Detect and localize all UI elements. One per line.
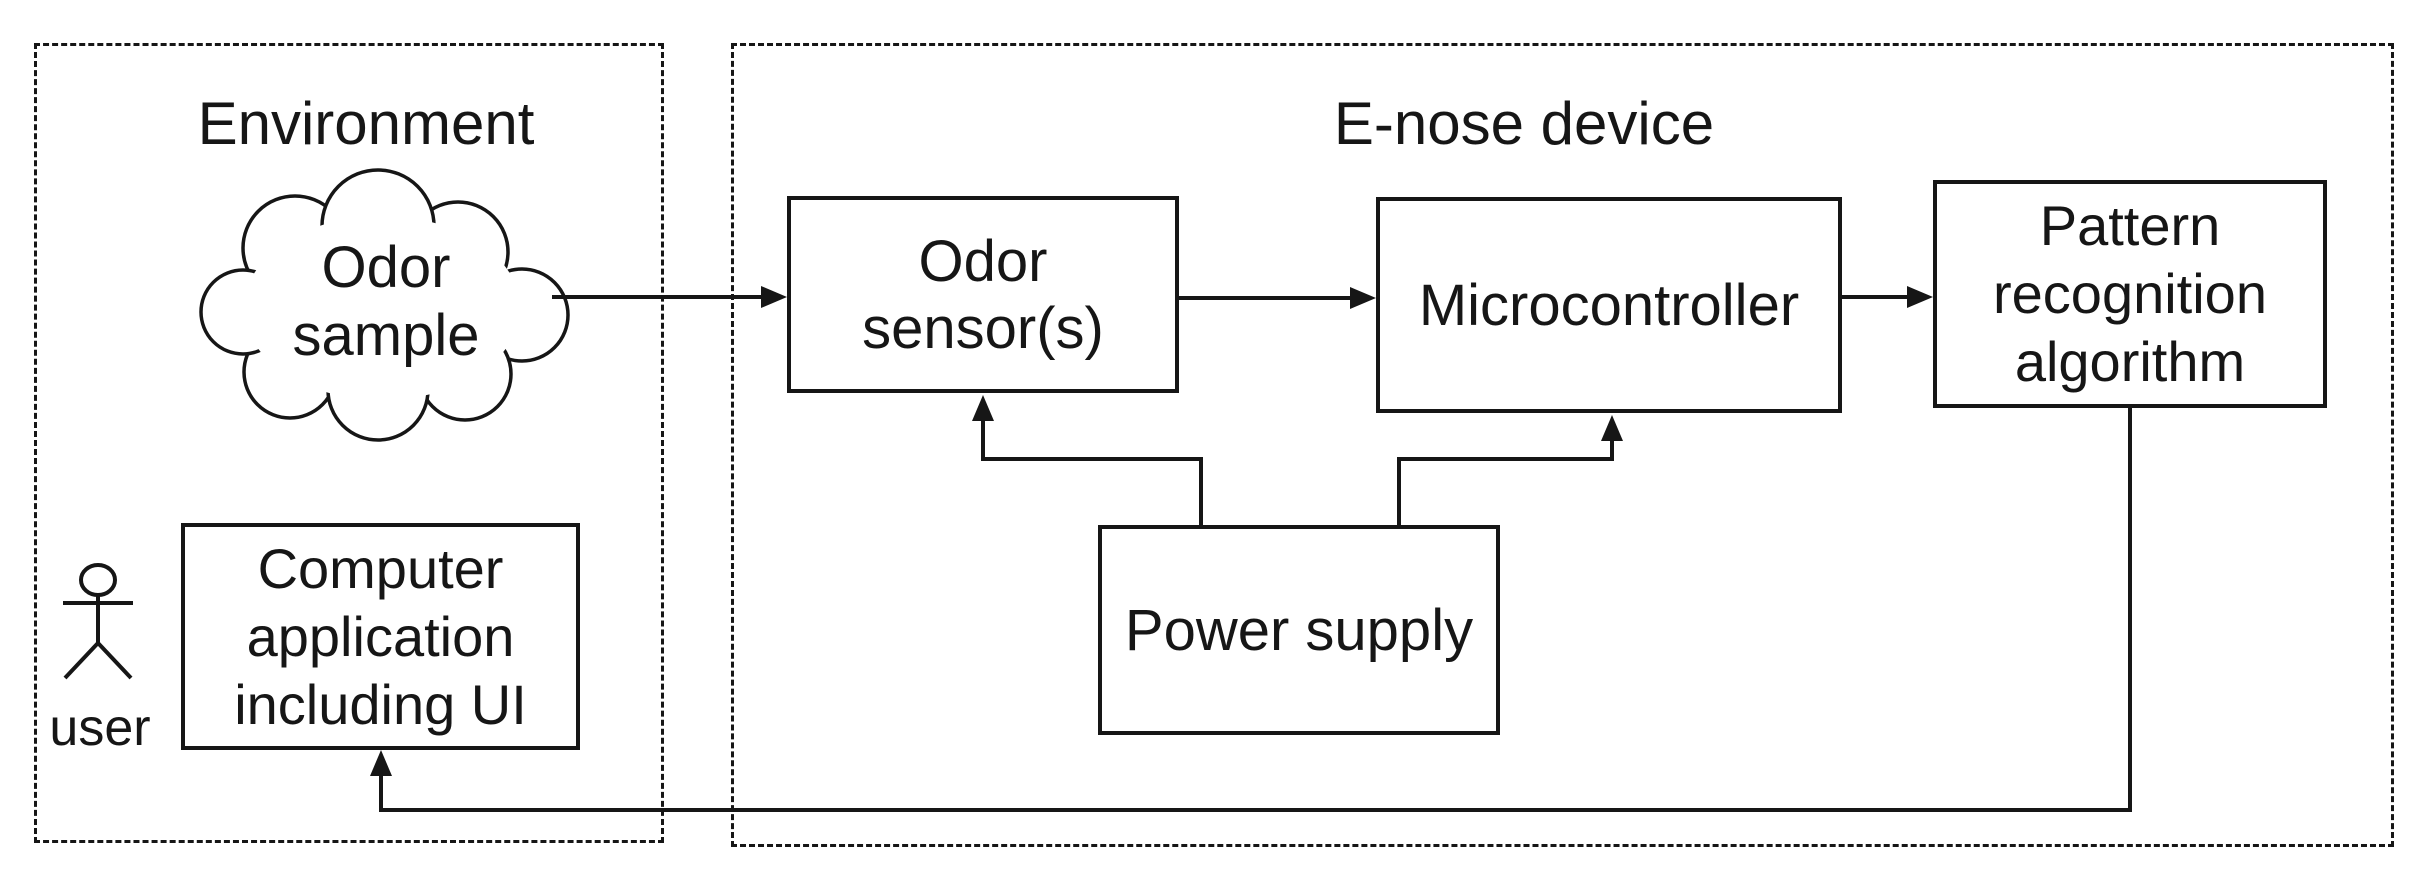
enose-device-region: [731, 43, 2394, 847]
power-supply-label: Power supply: [1124, 597, 1474, 663]
arrow-power-to-microcontroller: [1397, 415, 1623, 525]
microcontroller-label: Microcontroller: [1418, 272, 1800, 338]
arrow-power-to-sensor: [972, 395, 1203, 525]
user-icon: [63, 563, 133, 680]
odor-sample-line1: Odor: [321, 235, 451, 300]
power-supply-box: Power supply: [1098, 525, 1500, 735]
user-label: user: [49, 699, 151, 757]
computer-app-line1: Computer: [257, 536, 504, 600]
odor-sample-line2: sample: [292, 303, 480, 368]
odor-sensor-box: Odor sensor(s): [787, 196, 1179, 393]
microcontroller-box: Microcontroller: [1376, 197, 1842, 413]
odor-sample-cloud: [199, 168, 570, 442]
odor-sensor-line2: sensor(s): [862, 295, 1104, 361]
computer-app-box: Computer application including UI: [181, 523, 580, 750]
enose-device-title: E-nose device: [1333, 90, 1715, 157]
environment-region: [34, 43, 664, 843]
arrow-pattern-to-computer-app: [370, 408, 2132, 812]
pattern-line2: recognition: [1993, 262, 2267, 325]
odor-sensor-line1: Odor: [918, 228, 1048, 294]
pattern-line1: Pattern: [2039, 194, 2221, 257]
pattern-line3: algorithm: [2014, 330, 2246, 393]
computer-app-line2: application: [246, 604, 515, 668]
computer-app-line3: including UI: [234, 672, 527, 736]
pattern-recognition-box: Pattern recognition algorithm: [1933, 180, 2327, 408]
environment-title: Environment: [197, 90, 535, 157]
odor-sample-label: Odor sample: [231, 232, 541, 372]
